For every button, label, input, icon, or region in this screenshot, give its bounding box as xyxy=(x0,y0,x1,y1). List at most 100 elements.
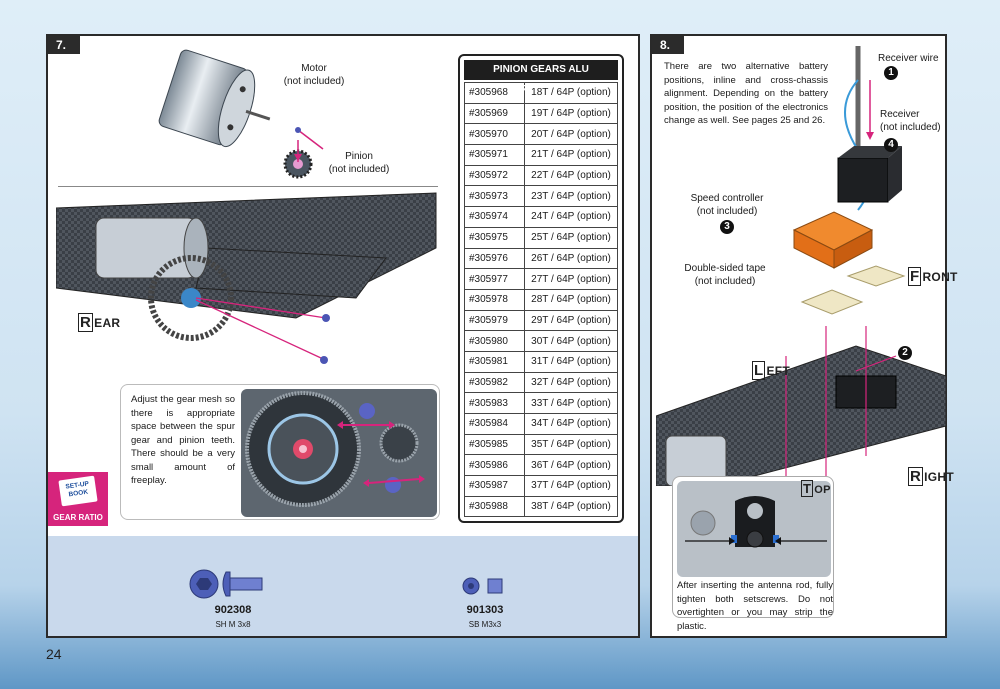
pinion-part-number: #305987 xyxy=(464,475,525,497)
pinion-part-number: #305983 xyxy=(464,392,525,414)
gear-mesh-text: Adjust the gear mesh so there is appropr… xyxy=(131,394,235,486)
section-divider xyxy=(58,186,438,187)
pinion-spec: 34T / 64P (option) xyxy=(524,413,618,435)
pinion-part-number: #305977 xyxy=(464,268,525,290)
parts-strip: 902308 SH M 3x8 901303 SB M3x3 xyxy=(48,536,638,636)
pinion-table-title: PINION GEARS ALU HARDCOATED xyxy=(464,60,618,95)
pinion-spec: 26T / 64P (option) xyxy=(524,247,618,270)
pinion-part-number: #305986 xyxy=(464,454,525,477)
pinion-part-number: #305971 xyxy=(464,144,525,166)
callout-2: 2 xyxy=(898,346,912,360)
pinion-part-number: #305979 xyxy=(464,309,525,332)
pinion-spec: 35T / 64P (option) xyxy=(524,433,618,456)
pinion-part-number: #305969 xyxy=(464,102,525,125)
motor-illustration xyxy=(158,49,324,179)
chassis-front-illustration xyxy=(656,326,946,486)
receiver-wire-label: Receiver wire xyxy=(878,53,939,64)
gear-mesh-inset: Adjust the gear mesh so there is appropr… xyxy=(120,384,440,520)
pinion-part-number: #305985 xyxy=(464,433,525,456)
pinion-spec: 36T / 64P (option) xyxy=(524,454,618,477)
step-7-panel: 7. Motor (not included) Pinion (not incl… xyxy=(46,34,640,638)
pinion-spec: 27T / 64P (option) xyxy=(524,268,618,290)
screw-902308-icon xyxy=(189,569,263,599)
pinion-spec: 32T / 64P (option) xyxy=(524,371,618,394)
pinion-part-number: #305970 xyxy=(464,123,525,146)
pinion-part-number: #305980 xyxy=(464,330,525,352)
pinion-spec: 33T / 64P (option) xyxy=(524,392,618,414)
pinion-part-number: #305974 xyxy=(464,206,525,228)
pinion-part-number: #305982 xyxy=(464,371,525,394)
part-desc-902308: SH M 3x8 xyxy=(215,620,251,629)
pinion-spec: 31T / 64P (option) xyxy=(524,350,618,373)
pinion-spec: 29T / 64P (option) xyxy=(524,309,618,332)
pinion-spec: 24T / 64P (option) xyxy=(524,206,618,228)
antenna-mount-illustration xyxy=(677,481,831,577)
pinion-spec: 22T / 64P (option) xyxy=(524,164,618,187)
antenna-text: After inserting the antenna rod, fully t… xyxy=(677,580,833,632)
pinion-label: Pinion (not included) xyxy=(328,151,390,175)
motor-label: Motor (not included) xyxy=(283,63,345,87)
step-8-panel: 8. There are two alternative battery pos… xyxy=(650,34,957,638)
part-code-901303: 901303 xyxy=(466,604,504,616)
pinion-part-number: #305973 xyxy=(464,185,525,208)
receiver-label: Receiver (not included) xyxy=(880,109,941,133)
page-number: 24 xyxy=(46,646,62,662)
pinion-part-number: #305988 xyxy=(464,495,525,518)
setscrew-901303-icon xyxy=(462,577,503,595)
pinion-part-number: #305984 xyxy=(464,413,525,435)
pinion-spec: 23T / 64P (option) xyxy=(524,185,618,208)
pinion-spec: 28T / 64P (option) xyxy=(524,288,618,311)
pinion-spec: 21T / 64P (option) xyxy=(524,144,618,166)
pinion-spec: 25T / 64P (option) xyxy=(524,226,618,249)
part-desc-901303: SB M3x3 xyxy=(468,620,502,629)
pinion-part-number: #305972 xyxy=(464,164,525,187)
rear-chassis-illustration xyxy=(56,192,437,364)
step-8-badge: 8. xyxy=(652,36,684,54)
step-7-badge: 7. xyxy=(48,36,80,54)
setup-book-icon: SET-UP BOOK xyxy=(58,475,98,507)
pinion-spec: 19T / 64P (option) xyxy=(524,102,618,125)
pinion-spec: 38T / 64P (option) xyxy=(524,495,618,518)
pinion-part-number: #305975 xyxy=(464,226,525,249)
setup-book-badge: SET-UP BOOK GEAR RATIO xyxy=(48,472,108,526)
speed-controller-label: Speed controller (not included) xyxy=(690,193,764,217)
pinion-spec: 30T / 64P (option) xyxy=(524,330,618,352)
battery-position-text: There are two alternative battery positi… xyxy=(664,61,828,126)
double-sided-tape-label: Double-sided tape (not included) xyxy=(684,263,766,287)
callout-3: 3 xyxy=(720,220,734,234)
pinion-spec: 37T / 64P (option) xyxy=(524,475,618,497)
electronics-illustration xyxy=(792,46,906,315)
callout-1: 1 xyxy=(884,66,898,80)
gear-mesh-illustration xyxy=(241,389,437,517)
pinion-part-number: #305981 xyxy=(464,350,525,373)
part-code-902308: 902308 xyxy=(214,604,252,616)
gear-ratio-label: GEAR RATIO xyxy=(53,513,103,522)
